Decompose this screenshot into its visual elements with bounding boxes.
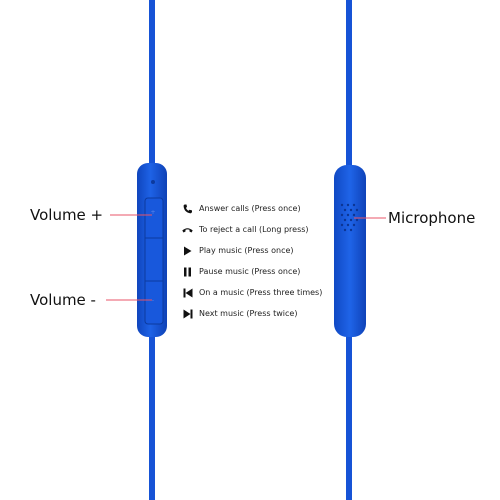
microphone-label: Microphone (388, 209, 476, 227)
microphone-grille (340, 203, 359, 232)
instruction-item: Answer calls (Press once) (182, 198, 332, 219)
phone-answer-icon (182, 203, 193, 214)
pause-icon (182, 266, 193, 277)
phone-hangup-icon (182, 224, 193, 235)
instruction-item: Next music (Press twice) (182, 303, 332, 324)
next-track-icon (182, 308, 193, 319)
instruction-item: On a music (Press three times) (182, 282, 332, 303)
volume-up-label: Volume + (30, 206, 104, 224)
instruction-text: Play music (Press once) (199, 246, 294, 255)
play-icon (182, 245, 193, 256)
volume-down-label: Volume - (30, 291, 96, 309)
instruction-item: To reject a call (Long press) (182, 219, 332, 240)
previous-track-icon (182, 287, 193, 298)
remote-control: + - (137, 163, 167, 337)
instruction-item: Play music (Press once) (182, 240, 332, 261)
svg-text:+: + (150, 209, 155, 216)
instruction-text: Answer calls (Press once) (199, 204, 301, 213)
instruction-text: Next music (Press twice) (199, 309, 298, 318)
instruction-text: On a music (Press three times) (199, 288, 323, 297)
instruction-text: Pause music (Press once) (199, 267, 301, 276)
instruction-item: Pause music (Press once) (182, 261, 332, 282)
microphone-body (334, 165, 366, 337)
instruction-text: To reject a call (Long press) (199, 225, 309, 234)
svg-text:-: - (152, 297, 154, 304)
instructions-list: Answer calls (Press once) To reject a ca… (182, 198, 332, 324)
